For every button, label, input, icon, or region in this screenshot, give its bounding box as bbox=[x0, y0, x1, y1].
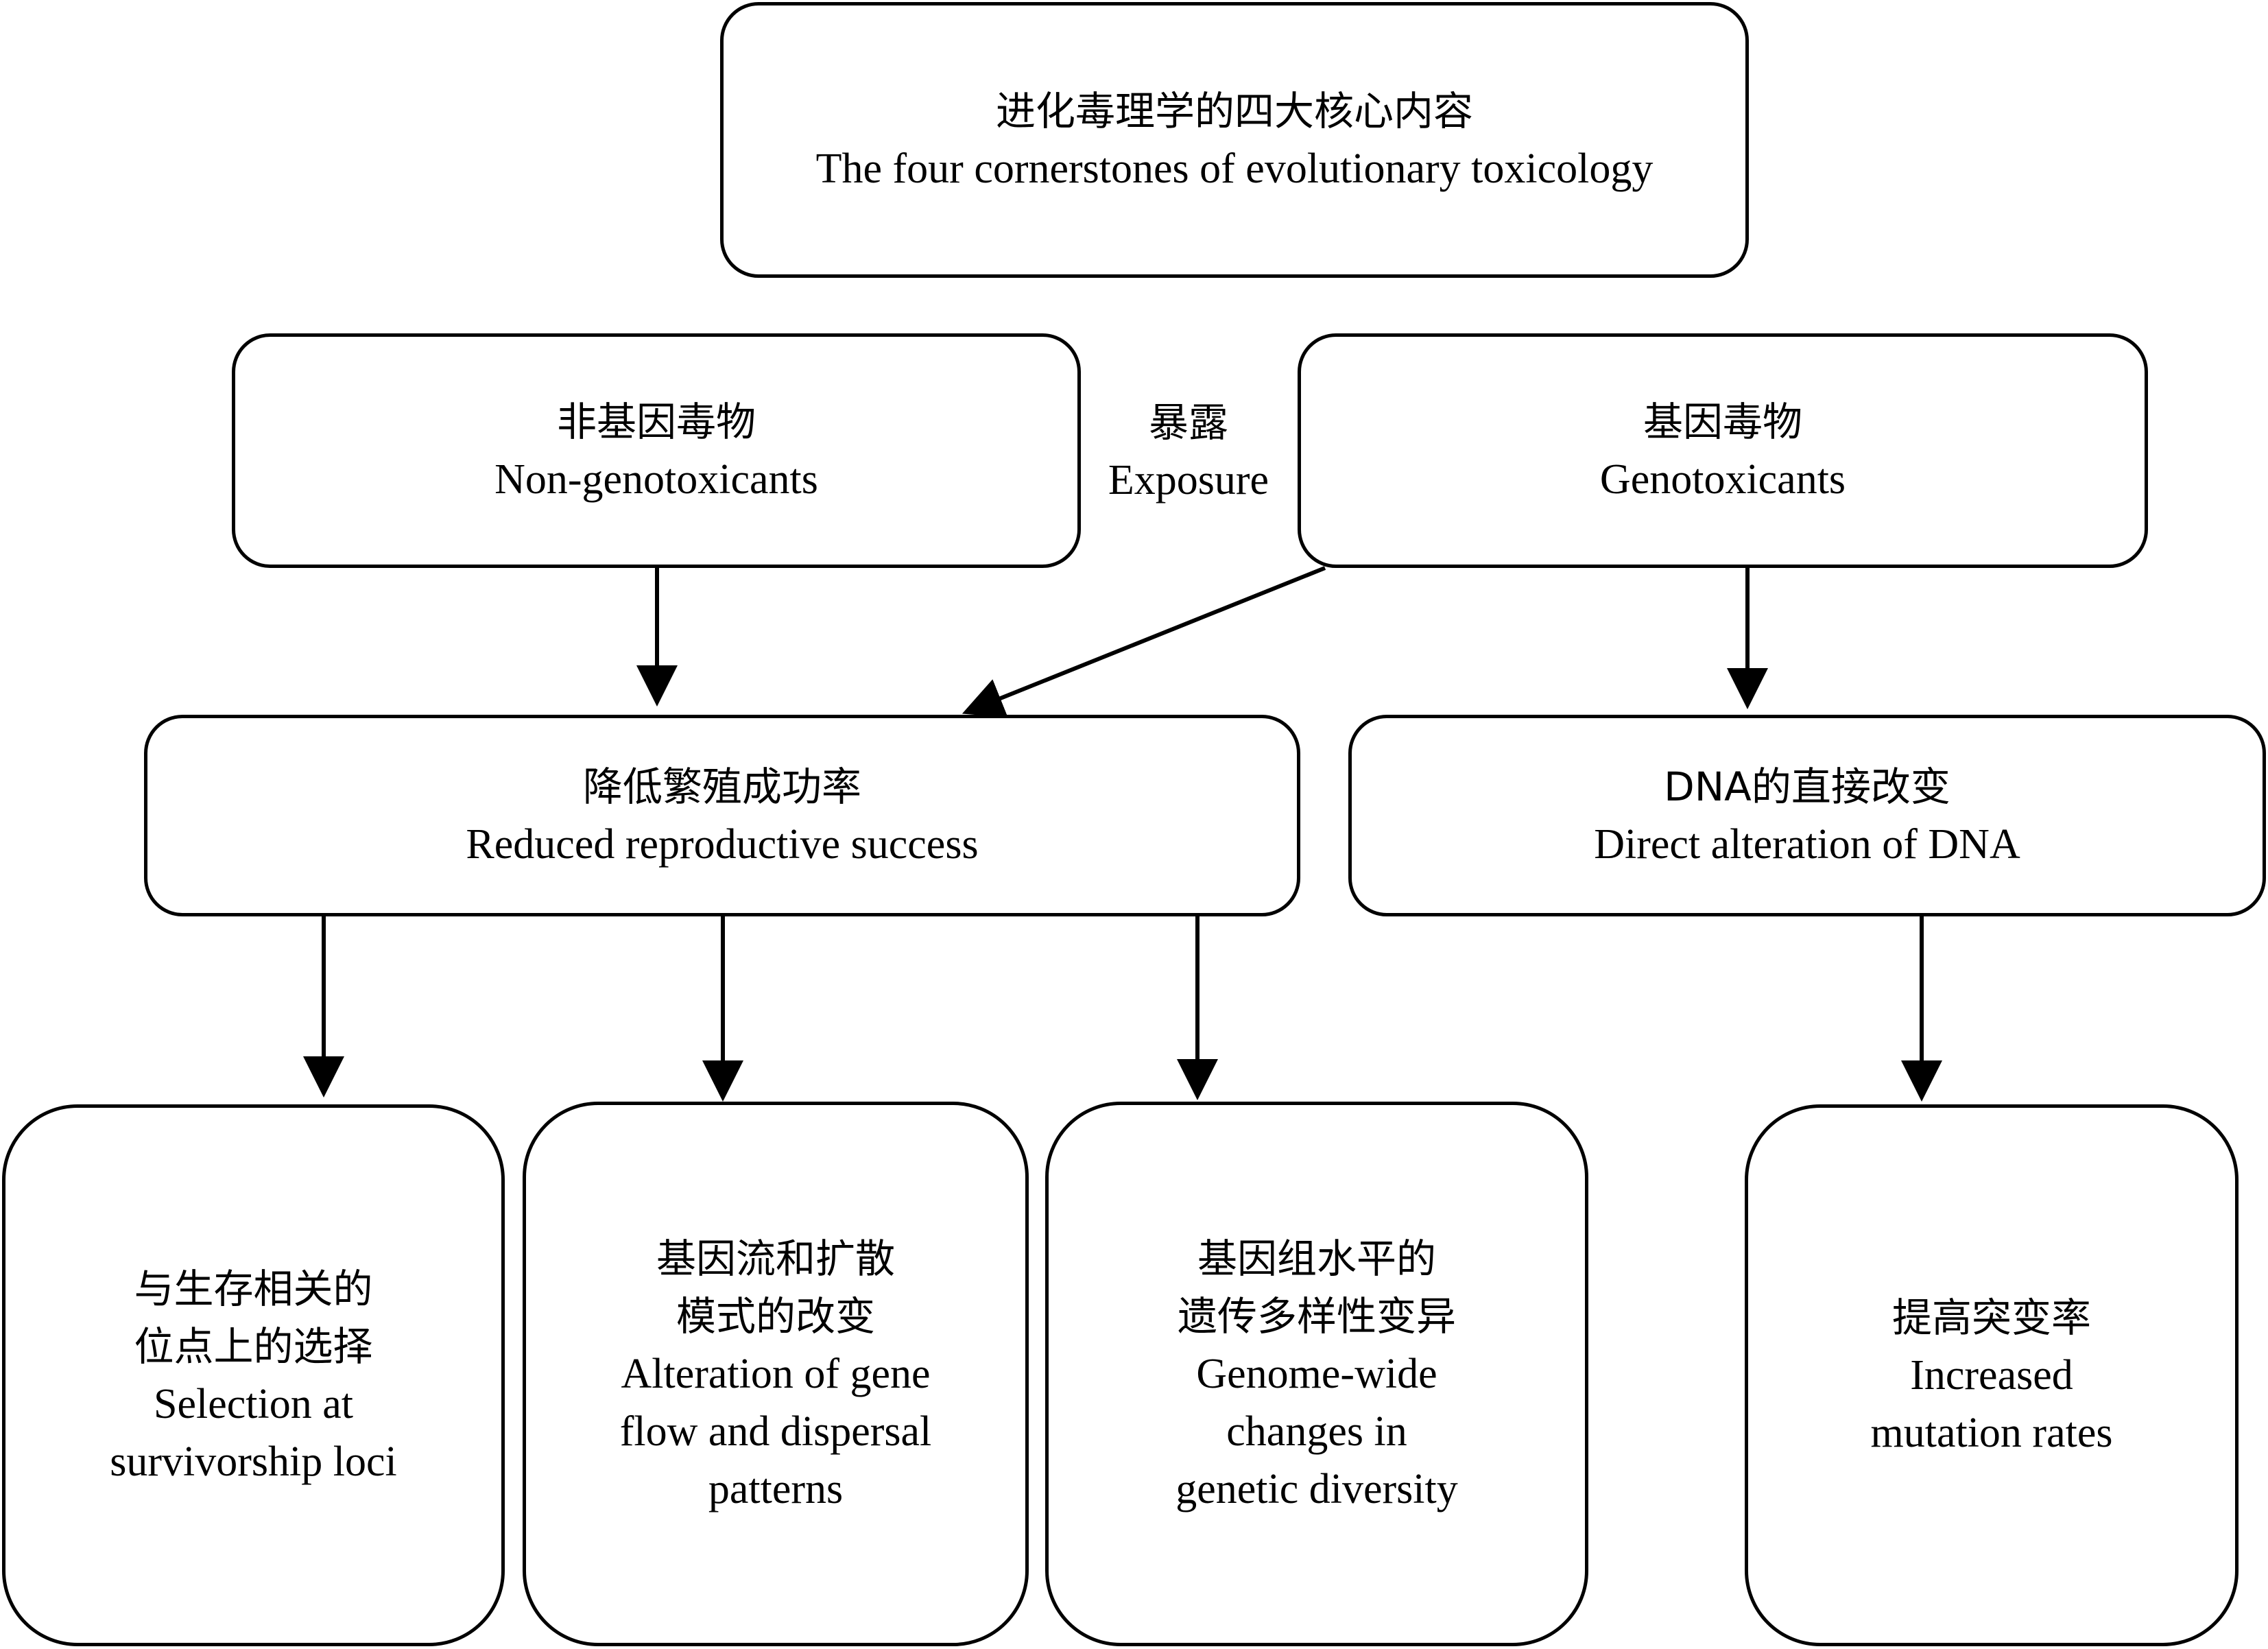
genotoxicants-en: Genotoxicants bbox=[1599, 456, 1846, 503]
gene-flow-en-2: flow and dispersal bbox=[619, 1408, 932, 1455]
exposure-zh: 暴露 bbox=[1148, 399, 1228, 446]
genome-wide-en-2: changes in bbox=[1226, 1408, 1407, 1455]
selection-en-2: survivorship loci bbox=[110, 1438, 397, 1485]
mutation-en-2: mutation rates bbox=[1870, 1410, 2113, 1456]
direct-dna-zh: DNA的直接改变 bbox=[1664, 763, 1950, 810]
root-title-en: The four cornerstones of evolutionary to… bbox=[815, 145, 1654, 192]
genome-wide-en-3: genetic diversity bbox=[1175, 1466, 1458, 1512]
non-genotoxicants-en: Non-genotoxicants bbox=[494, 456, 818, 503]
mutation-node: 提高突变率 Increased mutation rates bbox=[1745, 1104, 2239, 1646]
genotoxicants-zh: 基因毒物 bbox=[1643, 399, 1802, 445]
reduced-reproductive-en: Reduced reproductive success bbox=[466, 821, 979, 868]
mutation-en-1: Increased bbox=[1910, 1352, 2073, 1399]
gene-flow-zh-1: 基因流和扩散 bbox=[656, 1235, 895, 1282]
genome-wide-zh-2: 遗传多样性变异 bbox=[1177, 1293, 1456, 1340]
direct-dna-node: DNA的直接改变 Direct alteration of DNA bbox=[1348, 715, 2266, 916]
gene-flow-zh-2: 模式的改变 bbox=[676, 1293, 875, 1340]
direct-dna-en: Direct alteration of DNA bbox=[1594, 821, 2020, 868]
selection-zh-1: 与生存相关的 bbox=[134, 1266, 373, 1312]
root-title-zh: 进化毒理学的四大核心内容 bbox=[995, 88, 1473, 134]
non-genotoxicants-node: 非基因毒物 Non-genotoxicants bbox=[232, 333, 1081, 568]
mutation-zh: 提高突变率 bbox=[1891, 1294, 2091, 1341]
genome-wide-zh-1: 基因组水平的 bbox=[1197, 1235, 1436, 1282]
gene-flow-en-1: Alteration of gene bbox=[621, 1351, 931, 1397]
arrow-geno-to-reduced bbox=[962, 566, 1326, 717]
exposure-label: 暴露 Exposure bbox=[1097, 394, 1280, 509]
genome-wide-node: 基因组水平的 遗传多样性变异 Genome-wide changes in ge… bbox=[1045, 1102, 1588, 1646]
genome-wide-en-1: Genome-wide bbox=[1196, 1351, 1437, 1397]
selection-en-1: Selection at bbox=[154, 1381, 353, 1427]
root-node: 进化毒理学的四大核心内容 The four cornerstones of ev… bbox=[720, 2, 1749, 278]
reduced-reproductive-node: 降低繁殖成功率 Reduced reproductive success bbox=[144, 715, 1300, 916]
selection-zh-2: 位点上的选择 bbox=[134, 1323, 373, 1370]
gene-flow-node: 基因流和扩散 模式的改变 Alteration of gene flow and… bbox=[523, 1102, 1029, 1646]
genotoxicants-node: 基因毒物 Genotoxicants bbox=[1298, 333, 2148, 568]
reduced-reproductive-zh: 降低繁殖成功率 bbox=[582, 763, 861, 810]
gene-flow-en-3: patterns bbox=[708, 1466, 844, 1512]
exposure-en: Exposure bbox=[1108, 457, 1269, 503]
non-genotoxicants-zh: 非基因毒物 bbox=[556, 399, 756, 445]
selection-node: 与生存相关的 位点上的选择 Selection at survivorship … bbox=[2, 1104, 505, 1646]
